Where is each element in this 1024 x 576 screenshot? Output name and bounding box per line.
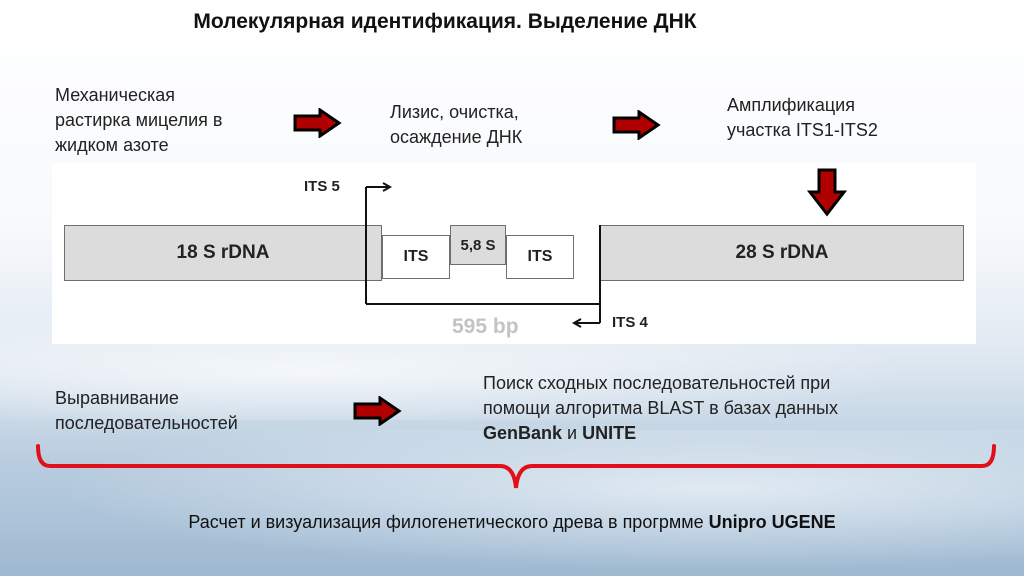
curly-brace: [36, 444, 996, 489]
primer-its5-label: ITS 5: [304, 178, 340, 195]
step-alignment: Выравнивание последовательностей: [55, 388, 238, 433]
step-blast-search: Поиск сходных последовательностей при по…: [483, 373, 838, 443]
segment-its2: ITS: [506, 235, 574, 279]
phylogenetic-tree-step: Расчет и визуализация филогенетического …: [188, 512, 836, 532]
right-arrow-icon: [293, 108, 342, 138]
step-grinding: Механическая растирка мицелия в жидком а…: [55, 85, 223, 155]
segment-28s-rdna: 28 S rDNA: [600, 225, 964, 281]
right-arrow-icon: [612, 110, 661, 140]
primer-its4-label: ITS 4: [612, 314, 648, 331]
down-arrow-icon: [807, 168, 847, 217]
right-arrow-icon: [353, 396, 402, 426]
segment-18s-rdna: 18 S rDNA: [64, 225, 382, 281]
segment-5-8s: 5,8 S: [450, 225, 506, 265]
genbank-label: GenBank: [483, 423, 563, 443]
step-lysis: Лизис, очистка, осаждение ДНК: [390, 102, 523, 147]
primer-lines: [365, 182, 601, 328]
slide-title: Молекулярная идентификация. Выделение ДН…: [193, 10, 697, 33]
product-size-label: 595 bp: [452, 315, 519, 338]
step-amplification: Амплификация участка ITS1-ITS2: [727, 95, 878, 140]
unite-label: UNITE: [582, 423, 637, 443]
ugene-label: Unipro UGENE: [708, 512, 836, 532]
segment-its1: ITS: [382, 235, 450, 279]
